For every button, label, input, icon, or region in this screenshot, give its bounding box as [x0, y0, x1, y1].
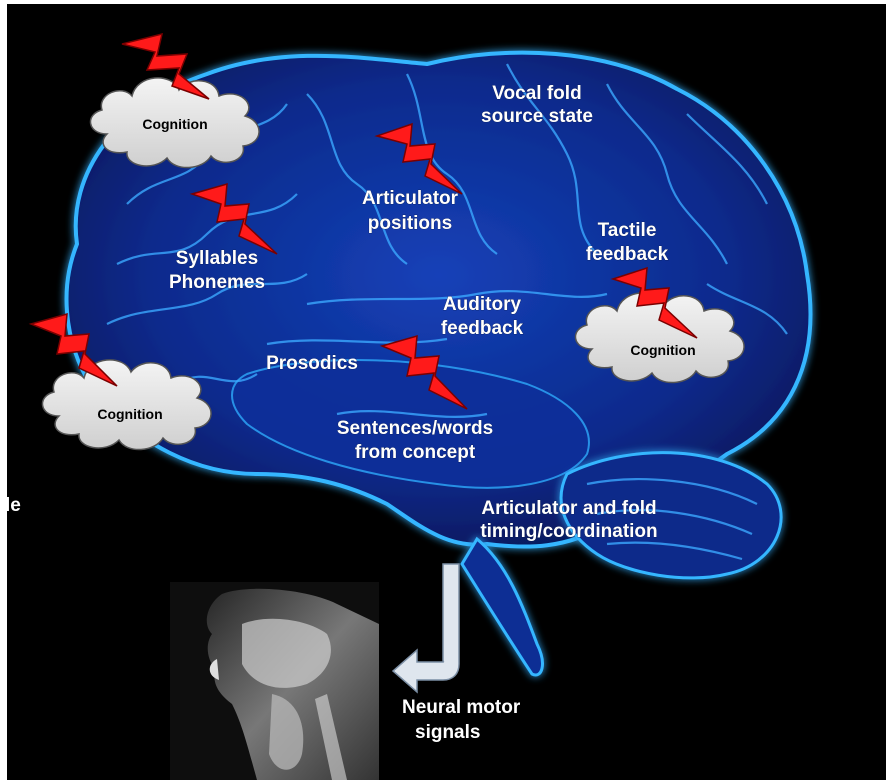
down-then-left-arrow-icon: [393, 564, 459, 692]
cloud-top-left-label: Cognition: [142, 116, 207, 132]
diagram-panel: Vocal fold source state Articulator posi…: [7, 4, 886, 780]
label-timing-1: Articulator and fold: [481, 498, 656, 519]
label-vocal-fold-2: source state: [481, 106, 593, 127]
brain-stem: [462, 539, 542, 675]
label-auditory-2: feedback: [441, 318, 524, 339]
label-articulator-positions-2: positions: [368, 213, 452, 234]
label-sentences-2: from concept: [355, 442, 476, 463]
cloud-bottom-left-label: Cognition: [97, 406, 162, 422]
mri-head-image: [170, 582, 379, 780]
label-phonemes: Phonemes: [169, 272, 265, 293]
label-auditory-1: Auditory: [443, 294, 522, 315]
brain-speech-diagram: Vocal fold source state Articulator posi…: [7, 4, 886, 780]
label-tactile-1: Tactile: [598, 220, 657, 241]
label-edge-fragment: le: [7, 495, 21, 516]
label-timing-2: timing/coordination: [480, 521, 657, 542]
label-neural-motor-2: signals: [415, 722, 480, 743]
label-articulator-positions-1: Articulator: [362, 188, 459, 209]
label-sentences-1: Sentences/words: [337, 418, 493, 439]
cloud-right-label: Cognition: [630, 342, 695, 358]
label-tactile-2: feedback: [586, 244, 669, 265]
label-vocal-fold-1: Vocal fold: [492, 83, 581, 104]
label-neural-motor-1: Neural motor: [402, 697, 521, 718]
label-prosodics: Prosodics: [266, 353, 358, 374]
label-syllables: Syllables: [176, 248, 258, 269]
